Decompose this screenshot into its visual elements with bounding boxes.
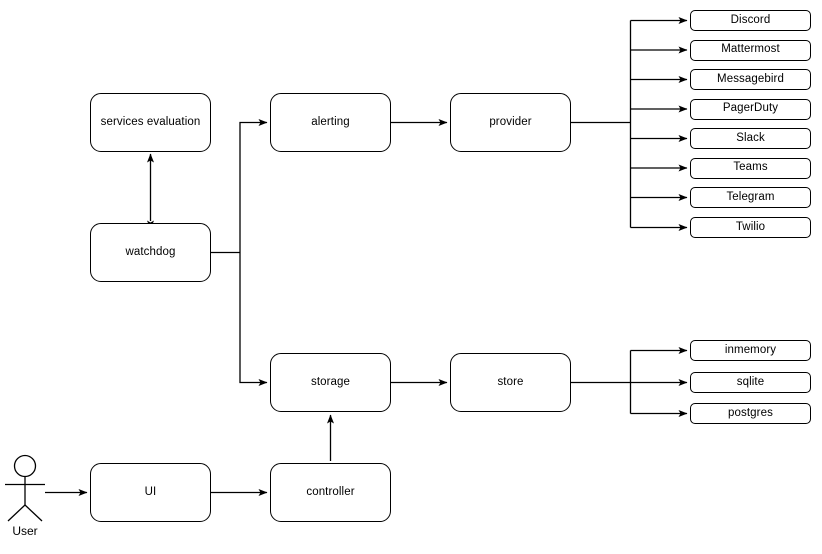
node-provider-messagebird[interactable]: Messagebird: [690, 69, 811, 90]
node-provider-slack[interactable]: Slack: [690, 128, 811, 149]
node-store-inmemory[interactable]: inmemory: [690, 340, 811, 361]
node-store-postgres[interactable]: postgres: [690, 403, 811, 424]
node-provider-twilio[interactable]: Twilio: [690, 217, 811, 238]
node-controller[interactable]: controller: [270, 463, 391, 522]
actor-leg-right-icon: [24, 504, 43, 522]
edge-watchdog-storage: [239, 252, 268, 386]
node-provider-telegram[interactable]: Telegram: [690, 187, 811, 208]
actor-user-label: User: [12, 524, 38, 538]
node-watchdog[interactable]: watchdog: [90, 223, 211, 282]
node-store-sqlite[interactable]: sqlite: [690, 372, 811, 393]
edge-watchdog-alerting: [239, 119, 268, 253]
actor-head-icon: [13, 454, 37, 478]
node-alerting[interactable]: alerting: [270, 93, 391, 152]
node-ui[interactable]: UI: [90, 463, 211, 522]
node-services-evaluation[interactable]: services evaluation: [90, 93, 211, 152]
node-store[interactable]: store: [450, 353, 571, 412]
node-storage[interactable]: storage: [270, 353, 391, 412]
node-provider-discord[interactable]: Discord: [690, 10, 811, 31]
node-provider-mattermost[interactable]: Mattermost: [690, 39, 811, 61]
node-provider[interactable]: provider: [450, 93, 571, 152]
node-provider-pagerduty[interactable]: PagerDuty: [690, 98, 811, 120]
node-provider-teams[interactable]: Teams: [690, 157, 811, 179]
actor-leg-left-icon: [7, 504, 26, 522]
